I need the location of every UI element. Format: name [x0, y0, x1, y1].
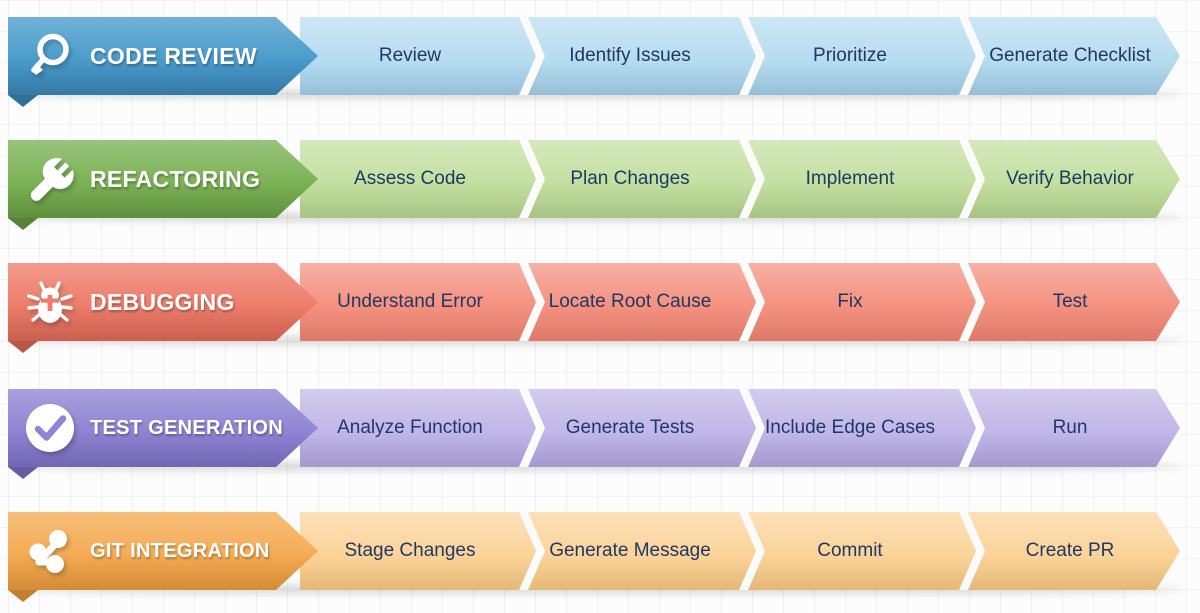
step-debugging-3[interactable]: Fix	[740, 263, 960, 341]
step-label: Fix	[837, 291, 863, 312]
steps-strip-refactoring: Assess Code Plan Changes Implement Verify B…	[300, 140, 1180, 218]
workflow-label-code-review[interactable]: CODE REVIEW	[8, 17, 318, 95]
step-test-generation-4[interactable]: Run	[960, 389, 1180, 467]
step-git-integration-3[interactable]: Commit	[740, 512, 960, 590]
step-git-integration-2[interactable]: Generate Message	[520, 512, 740, 590]
step-test-generation-2[interactable]: Generate Tests	[520, 389, 740, 467]
step-test-generation-1[interactable]: Analyze Function	[300, 389, 520, 467]
workflow-row-git-integration: Stage Changes Generate Message Commit Creat…	[0, 512, 1200, 602]
ribbon-fold-code-review	[8, 95, 38, 107]
ribbon-fold-test-generation	[8, 467, 38, 479]
steps-strip-debugging: Understand Error Locate Root Cause Fix Test	[300, 263, 1180, 341]
step-code-review-3[interactable]: Prioritize	[740, 17, 960, 95]
step-debugging-1[interactable]: Understand Error	[300, 263, 520, 341]
wrench-icon	[22, 151, 78, 207]
step-test-generation-3[interactable]: Include Edge Cases	[740, 389, 960, 467]
step-refactoring-1[interactable]: Assess Code	[300, 140, 520, 218]
step-label: Include Edge Cases	[764, 417, 936, 438]
step-label: Review	[378, 45, 442, 66]
step-label: Generate Checklist	[989, 45, 1151, 66]
step-label: Prioritize	[813, 45, 887, 66]
steps-strip-git-integration: Stage Changes Generate Message Commit Creat…	[300, 512, 1180, 590]
step-label: Identify Issues	[569, 45, 691, 66]
workflow-label-refactoring[interactable]: REFACTORING	[8, 140, 318, 218]
workflow-label-text: REFACTORING	[90, 165, 261, 192]
step-code-review-4[interactable]: Generate Checklist	[960, 17, 1180, 95]
step-label: Run	[1052, 417, 1088, 438]
step-label: Create PR	[1025, 540, 1115, 561]
workflow-row-test-generation: Analyze Function Generate Tests Include Ed…	[0, 389, 1200, 479]
ribbon-fold-git-integration	[8, 590, 38, 602]
step-debugging-2[interactable]: Locate Root Cause	[520, 263, 740, 341]
step-label: Stage Changes	[344, 540, 476, 561]
workflow-label-test-generation[interactable]: TEST GENERATION	[8, 389, 318, 467]
bug-icon	[22, 274, 78, 330]
step-label: Commit	[817, 540, 883, 561]
step-refactoring-2[interactable]: Plan Changes	[520, 140, 740, 218]
step-refactoring-3[interactable]: Implement	[740, 140, 960, 218]
workflow-row-debugging: Understand Error Locate Root Cause Fix Test…	[0, 263, 1200, 353]
workflow-label-text: CODE REVIEW	[90, 42, 257, 69]
step-label: Verify Behavior	[1006, 168, 1134, 189]
step-label: Assess Code	[354, 168, 466, 189]
workflow-row-code-review: Review Identify Issues Prioritize Generate …	[0, 17, 1200, 107]
git-branch-icon	[22, 523, 78, 579]
step-label: Locate Root Cause	[548, 291, 712, 312]
step-label: Understand Error	[337, 291, 483, 312]
step-code-review-2[interactable]: Identify Issues	[520, 17, 740, 95]
step-refactoring-4[interactable]: Verify Behavior	[960, 140, 1180, 218]
workflow-label-git-integration[interactable]: GIT INTEGRATION	[8, 512, 318, 590]
step-label: Analyze Function	[337, 417, 483, 438]
workflow-label-text: GIT INTEGRATION	[90, 539, 270, 562]
step-label: Test	[1052, 291, 1088, 312]
step-git-integration-1[interactable]: Stage Changes	[300, 512, 520, 590]
step-label: Plan Changes	[570, 168, 690, 189]
check-circle-icon	[22, 400, 78, 456]
workflow-label-debugging[interactable]: DEBUGGING	[8, 263, 318, 341]
step-debugging-4[interactable]: Test	[960, 263, 1180, 341]
ribbon-fold-refactoring	[8, 218, 38, 230]
workflow-label-text: TEST GENERATION	[90, 416, 284, 439]
step-git-integration-4[interactable]: Create PR	[960, 512, 1180, 590]
step-label: Implement	[805, 168, 895, 189]
ribbon-fold-debugging	[8, 341, 38, 353]
step-code-review-1[interactable]: Review	[300, 17, 520, 95]
workflow-row-refactoring: Assess Code Plan Changes Implement Verify B…	[0, 140, 1200, 230]
magnifier-icon	[22, 28, 78, 84]
workflow-label-text: DEBUGGING	[90, 288, 235, 315]
steps-strip-code-review: Review Identify Issues Prioritize Generate …	[300, 17, 1180, 95]
steps-strip-test-generation: Analyze Function Generate Tests Include Ed…	[300, 389, 1180, 467]
step-label: Generate Tests	[565, 417, 695, 438]
step-label: Generate Message	[549, 540, 711, 561]
